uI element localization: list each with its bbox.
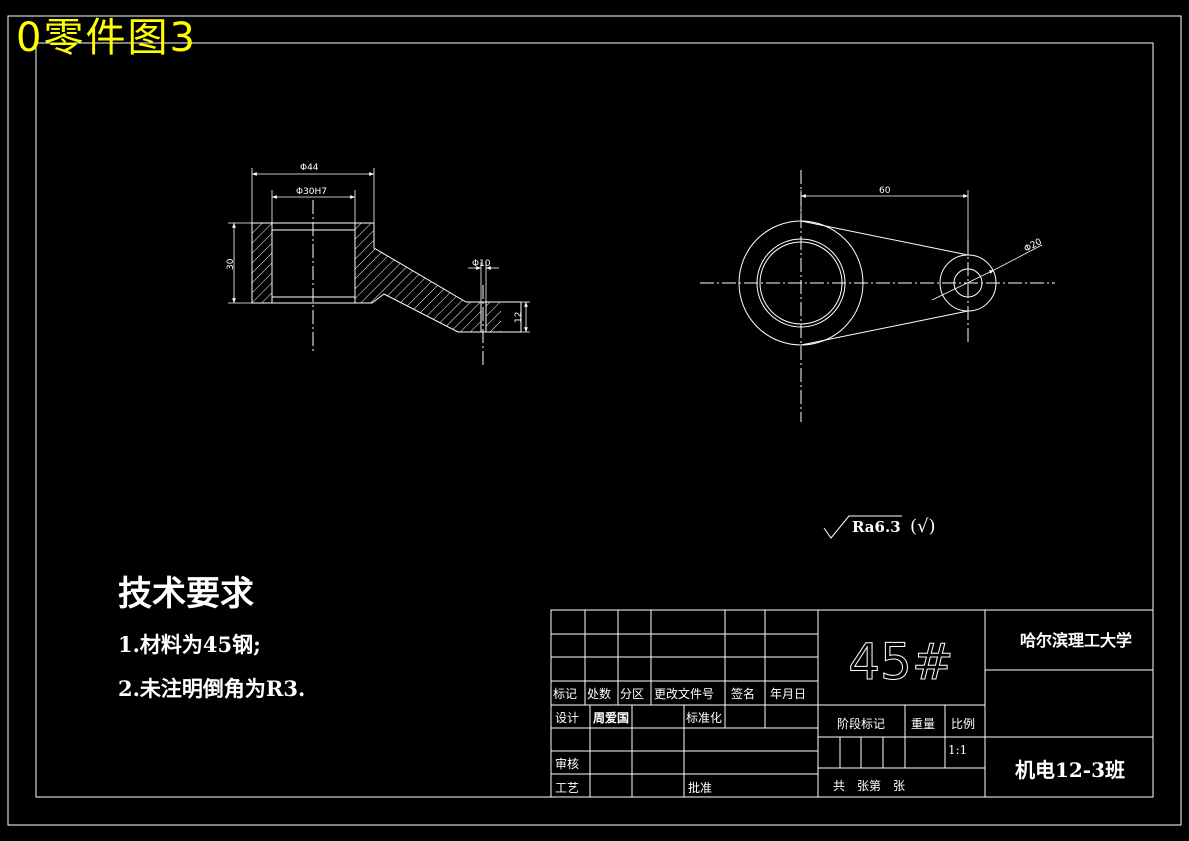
- label-weight: 重量: [911, 717, 935, 731]
- label-design: 设计: [555, 711, 579, 725]
- title-block-frame: [550, 609, 1154, 798]
- label-scale: 比例: [951, 717, 975, 731]
- dim-boss-height: 12: [514, 312, 524, 323]
- hub-left-wall: [252, 223, 272, 303]
- material-grade: 45#: [848, 633, 954, 691]
- label-mark: 标记: [553, 687, 577, 701]
- surface-roughness-symbol: Ra6.3 (√): [823, 515, 936, 539]
- technical-requirement-item: 2.未注明倒角为R3.: [118, 676, 306, 701]
- dim-hub-height: 30: [226, 258, 236, 270]
- label-approve: 批准: [688, 780, 712, 795]
- label-process: 工艺: [555, 781, 579, 795]
- boss-right: [486, 302, 501, 332]
- label-sheets: 共 张第 张: [833, 779, 905, 793]
- label-change-doc: 更改文件号: [654, 686, 714, 701]
- section-view: Φ44 Φ30H7 30 Φ10 12: [226, 163, 530, 368]
- outer-frame: [7, 15, 1182, 826]
- roughness-value: Ra6.3: [852, 518, 901, 536]
- dim-boss-diameter: Φ20: [1023, 237, 1044, 255]
- arm-top-edge: [800, 220, 969, 256]
- drawing-title-banner: 0零件图3: [16, 15, 197, 61]
- dim-leader-boss-diameter: [931, 269, 995, 301]
- technical-requirements-title: 技术要求: [118, 574, 254, 614]
- dim-bore-diameter: Φ30H7: [296, 187, 327, 197]
- label-standardization: 标准化: [686, 711, 722, 725]
- label-date: 年月日: [770, 687, 806, 701]
- roughness-parenthetical: (√): [910, 516, 936, 537]
- label-signature: 签名: [731, 686, 755, 701]
- title-block: 45# 哈尔滨理工大学 机电12-3班 标记 处数 分区 更改文件号 签名 年月…: [550, 609, 1154, 798]
- boss-left: [466, 302, 481, 332]
- scale-value: 1:1: [948, 743, 967, 757]
- label-zone: 分区: [620, 687, 644, 701]
- designer-name: 周爱国: [593, 710, 629, 725]
- dim-small-hole-diameter: Φ10: [472, 259, 491, 269]
- arm-bottom-edge: [800, 310, 969, 346]
- dim-leader-extension: [993, 244, 1043, 271]
- top-view: 60 Φ20: [700, 170, 1055, 422]
- university-name: 哈尔滨理工大学: [1020, 631, 1132, 650]
- technical-requirement-item: 1.材料为45钢;: [118, 632, 261, 657]
- roughness-check-icon: [823, 515, 902, 539]
- dim-center-distance: 60: [879, 186, 891, 196]
- label-review: 审核: [555, 756, 579, 771]
- class-name: 机电12-3班: [1015, 758, 1125, 782]
- dim-outer-diameter: Φ44: [300, 163, 319, 173]
- label-stage-mark: 阶段标记: [837, 716, 885, 731]
- label-count: 处数: [587, 686, 611, 701]
- hub-right-wall-and-arm: [355, 223, 466, 332]
